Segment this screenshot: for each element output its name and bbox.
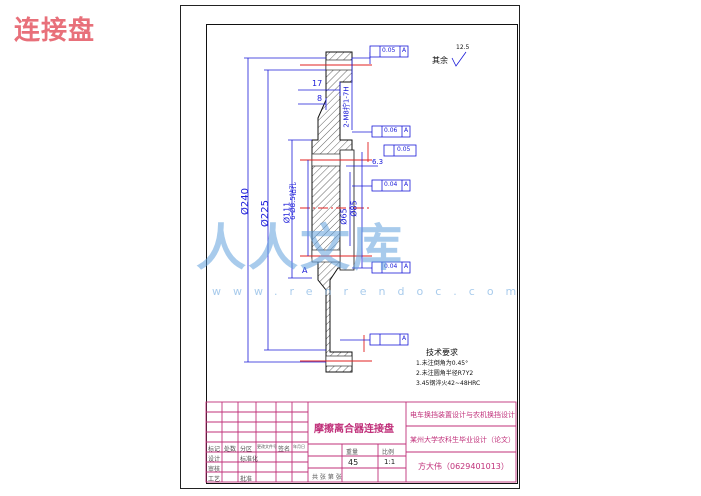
watermark-text: 人人文库 [196, 219, 404, 277]
note-3: 3.45钢淬火42~48HRC [416, 380, 481, 387]
dim-holes: 2-M8拧1-7H [342, 86, 351, 128]
scale-value: 1:1 [384, 458, 396, 466]
gdt-datum-1: A [402, 47, 407, 54]
gdt-datum-5: A [404, 263, 409, 270]
banner-title: 连接盘 [14, 16, 96, 46]
student-name: 方大伟（0629401013） [418, 462, 509, 471]
grid-label-0: 标记 [208, 446, 221, 453]
notes-title: 技术要求 [426, 348, 458, 357]
grid-label-9: 标准化 [240, 456, 259, 463]
grid-label-3: 更改文件号 [257, 444, 277, 449]
grid-label-5: 年月日 [293, 444, 305, 449]
datum-marker-a: A [302, 266, 308, 275]
gdt-value-3: 0.05 [397, 146, 411, 153]
school-name: 某州大学农科生毕业设计（论文） [410, 436, 515, 444]
watermark-url: www.renrendoc.com [212, 285, 529, 298]
gdt-datum-2: A [404, 127, 409, 134]
dim-17: 17 [312, 79, 323, 88]
gdt-datum-4: A [404, 181, 409, 188]
grid-label-10: 批准 [240, 476, 253, 483]
grid-label-2: 分区 [240, 446, 253, 453]
dimension-lines [244, 52, 380, 363]
center-lines [300, 64, 372, 362]
material-value: 45 [348, 458, 359, 467]
project-title: 电车换挡装置设计与农机换挡设计 [410, 411, 515, 419]
note-1: 1.未注倒角为0.45° [416, 360, 469, 367]
grid-label-8: 工艺 [208, 476, 221, 483]
gdt-value-5: 0.04 [384, 263, 398, 270]
datum-marker-a-2: A [402, 335, 407, 342]
dim-chamfer: 6.3 [372, 158, 384, 166]
scale-label: 比例 [382, 449, 395, 456]
note-2: 2.未注圆角半径R7Y2 [416, 370, 474, 377]
gdt-value-1: 0.05 [382, 47, 396, 54]
roughness-icon [451, 51, 467, 67]
roughness-value: 12.5 [456, 44, 470, 51]
grid-label-7: 审核 [208, 466, 221, 473]
sheet-label: 共 张 第 张 [312, 474, 342, 481]
dim-8: 8 [317, 94, 323, 103]
part-name: 摩擦离合器连接盘 [314, 424, 394, 435]
weight-label: 重量 [346, 449, 359, 456]
grid-label-4: 签名 [278, 446, 291, 453]
drawing-sheet [180, 5, 520, 489]
drawing-frame [206, 24, 518, 484]
gdt-value-4: 0.04 [384, 181, 398, 188]
roughness-label: 其余 [432, 56, 448, 65]
grid-label-1: 处数 [224, 446, 237, 453]
gdt-frames [369, 45, 417, 346]
title-block-grid [205, 401, 517, 483]
gdt-value-2: 0.06 [384, 127, 398, 134]
grid-label-6: 设计 [208, 456, 221, 463]
